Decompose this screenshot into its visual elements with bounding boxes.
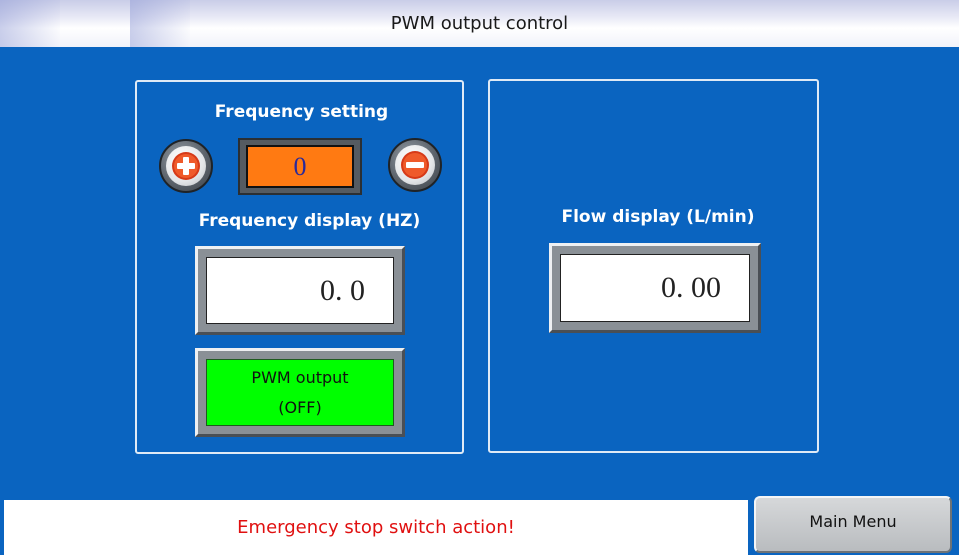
flow-display-label: Flow display (L/min) xyxy=(561,207,755,227)
pwm-output-label: PWM output xyxy=(251,367,349,387)
frequency-setting-label: Frequency setting xyxy=(214,102,389,122)
title-bar-decoration xyxy=(0,0,60,47)
title-bar: PWM output control xyxy=(0,0,959,47)
alarm-status-bar: Emergency stop switch action! xyxy=(4,500,748,555)
page-title: PWM output control xyxy=(390,13,569,34)
minus-icon xyxy=(401,151,429,179)
pwm-output-state: (OFF) xyxy=(278,397,322,417)
alarm-message: Emergency stop switch action! xyxy=(237,517,515,538)
frequency-display-value: 0. 0 xyxy=(206,257,394,324)
decrease-frequency-button[interactable] xyxy=(388,138,442,192)
pwm-output-button-face: PWM output (OFF) xyxy=(206,359,394,426)
title-bar-decoration xyxy=(130,0,190,47)
flow-display-value: 0. 00 xyxy=(560,254,750,322)
frequency-display-label: Frequency display (HZ) xyxy=(198,211,421,231)
frequency-setting-field[interactable]: 0 xyxy=(238,138,362,195)
main-menu-label: Main Menu xyxy=(809,512,897,531)
main-menu-button[interactable]: Main Menu xyxy=(754,496,952,553)
frequency-setting-value: 0 xyxy=(246,145,354,188)
increase-frequency-button[interactable] xyxy=(159,139,213,193)
pwm-output-toggle-button[interactable]: PWM output (OFF) xyxy=(195,348,405,437)
flow-panel xyxy=(488,79,819,453)
flow-display: 0. 00 xyxy=(549,243,761,333)
frequency-display: 0. 0 xyxy=(195,246,405,335)
plus-icon xyxy=(172,152,200,180)
frequency-panel xyxy=(135,80,464,454)
